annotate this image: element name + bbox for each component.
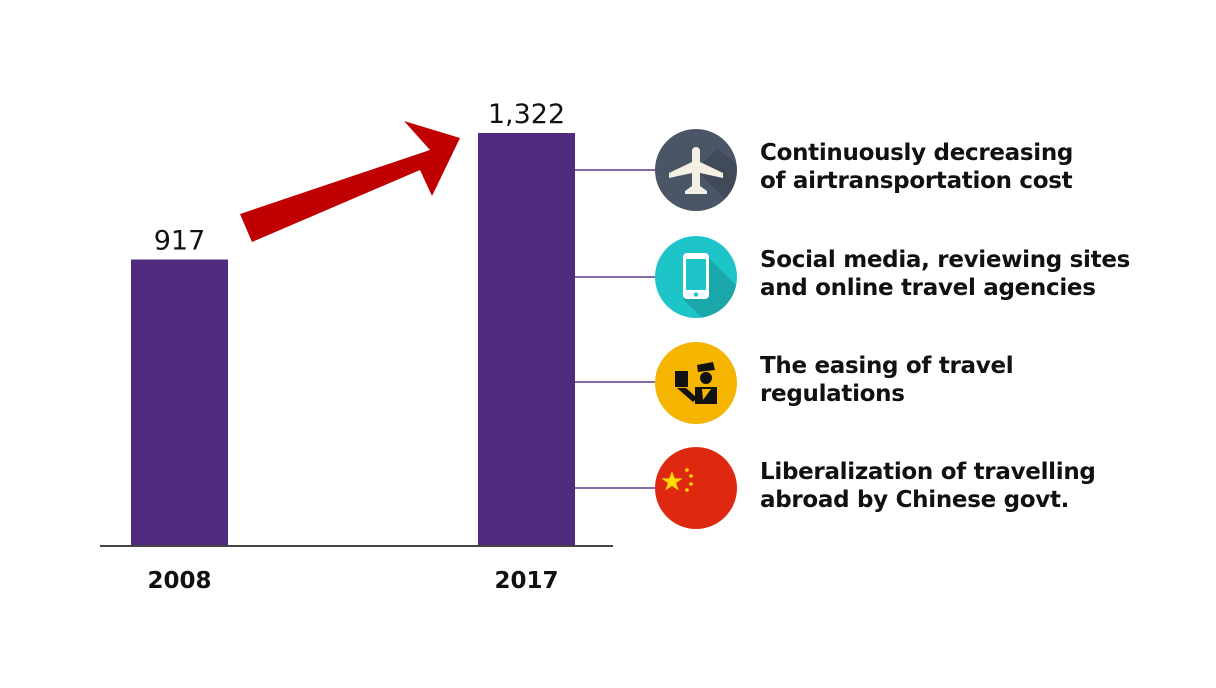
airplane-icon	[655, 129, 737, 211]
category-label-2008: 2008	[147, 568, 211, 594]
bar-2017	[478, 133, 575, 546]
factor-text-travel-regulations: The easing of travel regulations	[760, 353, 1014, 407]
bar-value-label-2017: 1,322	[488, 99, 565, 130]
factor-text-air-cost: Continuously decreasing of airtransporta…	[760, 140, 1074, 194]
bar-value-label-2008: 917	[154, 226, 206, 257]
customs-officer-icon	[655, 342, 737, 424]
china-flag-icon	[655, 447, 737, 529]
growth-arrow	[240, 121, 460, 242]
smartphone-icon	[655, 236, 737, 318]
category-label-2017: 2017	[494, 568, 558, 594]
customs-officer-icon-bg	[655, 342, 737, 424]
china-flag-icon-bg	[655, 447, 737, 529]
bar-2008	[131, 259, 228, 546]
factor-text-social-media: Social media, reviewing sites and online…	[760, 247, 1131, 301]
factor-text-chinese-govt: Liberalization of travelling abroad by C…	[760, 459, 1096, 513]
